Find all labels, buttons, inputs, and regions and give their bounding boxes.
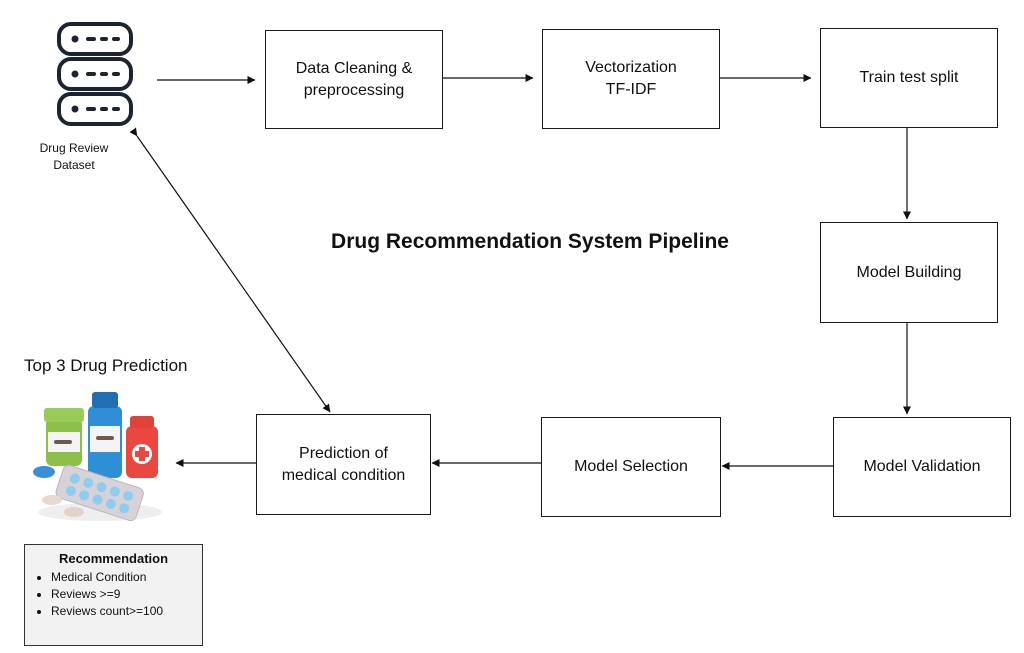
recommendation-item: Reviews >=9: [51, 586, 194, 603]
step-prediction-line2: medical condition: [281, 466, 406, 484]
step-model-selection: Model Selection: [541, 417, 721, 517]
dataset-label-line2: Dataset: [53, 158, 95, 172]
recommendation-item: Medical Condition: [51, 569, 194, 586]
recommendation-box: Recommendation Medical Condition Reviews…: [24, 544, 203, 646]
output-label: Top 3 Drug Prediction: [24, 356, 188, 375]
step-model-selection-label: Model Selection: [574, 458, 688, 475]
step-model-building: Model Building: [820, 222, 998, 323]
step-data-cleaning-line1: Data Cleaning &: [295, 59, 413, 77]
recommendation-list: Medical Condition Reviews >=9 Reviews co…: [33, 569, 194, 620]
step-model-validation: Model Validation: [833, 417, 1011, 517]
step-train-test-split: Train test split: [820, 28, 998, 128]
arrow-dataset-prediction-bidirectional: [129, 127, 331, 413]
medicine-bottles-pills-icon: [33, 392, 162, 522]
step-prediction: Prediction of medical condition: [256, 414, 431, 515]
step-model-validation-label: Model Validation: [863, 458, 981, 475]
recommendation-item: Reviews count>=100: [51, 603, 194, 620]
dataset-label-line1: Drug Review: [39, 141, 109, 155]
dataset-label: Drug Review Dataset: [14, 140, 134, 174]
step-vectorization-line1: Vectorization: [585, 59, 677, 76]
step-data-cleaning-line2: preprocessing: [303, 81, 405, 99]
database-icon: [57, 22, 133, 126]
step-train-test-split-label: Train test split: [859, 69, 959, 86]
step-vectorization-line2: TF-IDF: [605, 81, 657, 98]
step-model-building-label: Model Building: [856, 263, 962, 281]
step-data-cleaning: Data Cleaning & preprocessing: [265, 30, 443, 129]
step-prediction-line1: Prediction of: [299, 444, 388, 462]
diagram-title: Drug Recommendation System Pipeline: [331, 230, 729, 253]
step-vectorization: Vectorization TF-IDF: [542, 29, 720, 129]
recommendation-title: Recommendation: [58, 551, 169, 566]
